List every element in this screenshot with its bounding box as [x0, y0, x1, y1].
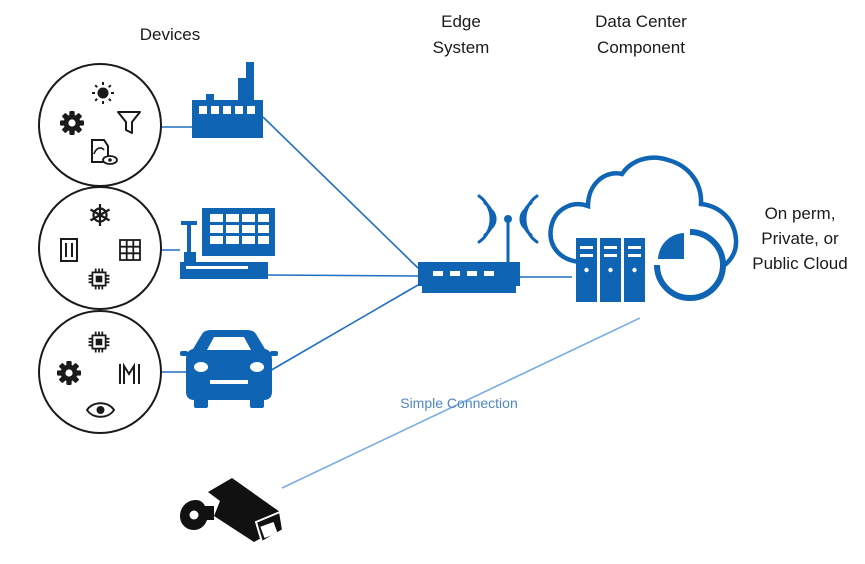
device-group-3 — [38, 310, 162, 434]
device-circle-1 — [38, 63, 162, 187]
link-pos-edge — [267, 274, 419, 277]
grid-icon — [119, 239, 141, 261]
cloud-icon — [548, 155, 739, 273]
meter-icon — [119, 362, 140, 384]
device-group-1 — [38, 63, 162, 187]
simple-connection-label: Simple Connection — [400, 395, 518, 411]
dc-label-line2: Component — [597, 38, 685, 57]
gear-icon — [60, 111, 84, 135]
panel-icon — [60, 238, 78, 262]
filter-icon — [117, 111, 141, 134]
device-group-2 — [38, 186, 162, 310]
edge-label-line1: Edge — [441, 12, 481, 31]
chip-icon — [88, 268, 110, 290]
cloud-label-line2: Private, or — [761, 229, 839, 248]
link-factory-edge — [262, 116, 419, 269]
dc-label-line1: Data Center — [595, 12, 687, 31]
factory-icon — [192, 62, 263, 138]
gear-icon — [57, 361, 81, 385]
server-rack-icon — [576, 238, 645, 302]
wifi-signal-icon — [477, 194, 539, 244]
pie-chart-icon — [654, 229, 726, 301]
device-circle-3 — [38, 310, 162, 434]
eye-icon — [85, 402, 116, 418]
edge-label-line2: System — [433, 38, 490, 57]
chip-icon — [88, 331, 110, 353]
car-icon — [180, 330, 278, 408]
helm-icon — [89, 204, 111, 226]
cloud-label-line1: On perm, — [765, 204, 836, 223]
camera-eye-icon — [91, 139, 118, 165]
connection-lines — [162, 116, 641, 489]
sun-icon — [92, 82, 114, 104]
link-car-edge — [267, 284, 419, 373]
router-icon — [418, 215, 520, 293]
devices-label: Devices — [140, 25, 200, 44]
pos-terminal-icon — [180, 208, 275, 279]
cloud-label-line3: Public Cloud — [752, 254, 847, 273]
device-circle-2 — [38, 186, 162, 310]
link-camera-datacenter — [281, 317, 641, 489]
security-camera-icon — [180, 478, 285, 544]
